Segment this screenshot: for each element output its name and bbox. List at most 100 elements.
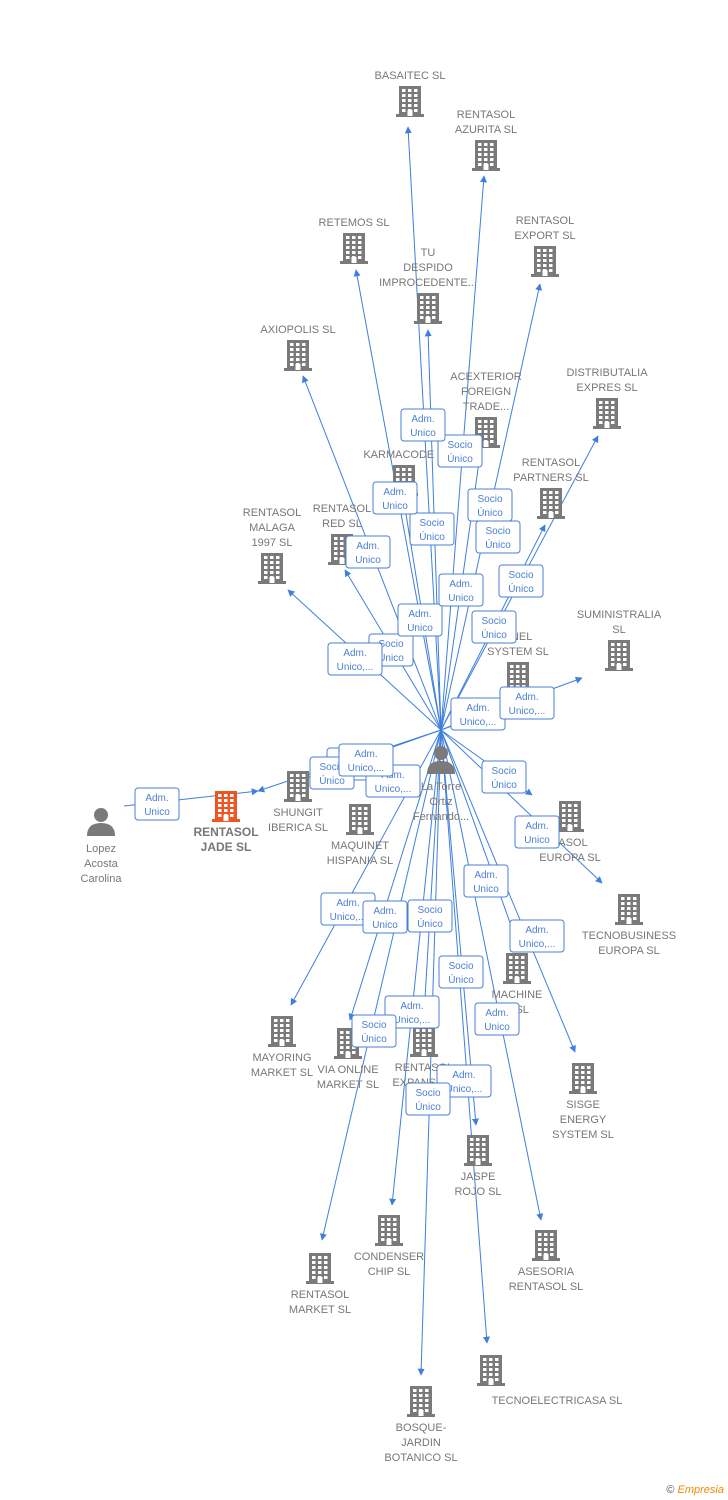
- role-label[interactable]: Adm.Unico,...: [384, 995, 440, 1029]
- role-label[interactable]: Adm.Unico: [438, 573, 484, 607]
- node-label-jaspe: JASPE: [461, 1171, 496, 1183]
- node-tudespido[interactable]: TUDESPIDOIMPROCEDENTE...: [379, 247, 477, 324]
- building-icon: [477, 1355, 505, 1386]
- brand-logo[interactable]: Empresia: [677, 1484, 724, 1496]
- role-label-text: Único: [485, 538, 511, 551]
- role-label-text: Unico: [382, 501, 408, 512]
- edge-latorre-jaspe: [440, 729, 479, 1126]
- role-label[interactable]: Adm.Unico: [345, 535, 391, 569]
- role-label[interactable]: Adm.Unico,...: [338, 743, 394, 777]
- node-label-machine: MACHINE: [492, 989, 543, 1001]
- node-label-shungit: IBERICA SL: [268, 822, 328, 834]
- node-label-bosque: BOSQUE-: [396, 1422, 447, 1434]
- role-label-text: Único: [419, 530, 445, 543]
- node-label-viaonline: VIA ONLINE: [317, 1064, 378, 1076]
- role-label[interactable]: Adm.Unico,...: [509, 919, 565, 953]
- role-label-text: Adm.: [373, 906, 396, 917]
- node-label-lopez: Lopez: [86, 843, 116, 855]
- building-icon: [556, 801, 584, 832]
- role-label[interactable]: Adm.Unico: [463, 864, 509, 898]
- role-label-text: Adm.: [356, 541, 379, 552]
- node-label-azurita: RENTASOL: [457, 109, 515, 121]
- building-icon: [375, 1215, 403, 1246]
- role-label[interactable]: Adm.Unico,...: [327, 642, 383, 676]
- role-label-text: Único: [417, 917, 443, 930]
- node-label-europa: TASOL: [552, 837, 587, 849]
- role-label[interactable]: Adm.Unico,...: [450, 697, 506, 731]
- building-icon: [306, 1253, 334, 1284]
- node-label-tecnobusiness: EUROPA SL: [598, 945, 660, 957]
- edge-latorre-tecnoelectricasa: [440, 729, 491, 1344]
- node-label-condenser: CONDENSER: [354, 1251, 424, 1263]
- node-azurita[interactable]: RENTASOL AZURITA SL: [455, 109, 517, 171]
- role-label-text: Socio: [477, 494, 502, 505]
- role-label-text: Adm.: [381, 770, 404, 781]
- node-acexterior[interactable]: ACEXTERIORFOREIGNTRADE...: [450, 371, 522, 448]
- role-label-text: Adm.: [449, 579, 472, 590]
- building-icon: [593, 398, 621, 429]
- node-label-jaspe: ROJO SL: [454, 1186, 501, 1198]
- role-label[interactable]: Adm.Unico: [134, 787, 180, 821]
- node-latorre[interactable]: La TorreOrtizFernando...: [413, 746, 469, 823]
- node-tecnoelectricasa[interactable]: TECNOELECTRICASA SL: [477, 1355, 622, 1407]
- node-label-export: RENTASOL: [516, 215, 574, 227]
- node-label-mayoring: MARKET SL: [251, 1067, 313, 1079]
- role-label[interactable]: Adm.Unico: [397, 603, 443, 637]
- node-retemos[interactable]: RETEMOS SL: [319, 217, 390, 264]
- role-label[interactable]: Adm.Unico: [362, 900, 408, 934]
- role-label-text: Único: [481, 628, 507, 641]
- role-label-text: Socio: [417, 905, 442, 916]
- node-axiopolis[interactable]: AXIOPOLIS SL: [260, 324, 336, 371]
- role-label-text: Unico: [410, 428, 436, 439]
- building-icon: [503, 953, 531, 984]
- role-label[interactable]: Adm.Unico: [474, 1002, 520, 1036]
- node-jaspe[interactable]: JASPE ROJO SL: [454, 1135, 502, 1198]
- node-label-malaga: MALAGA: [249, 522, 296, 534]
- node-label-basaitec: BASAITEC SL: [375, 70, 446, 82]
- role-label[interactable]: Adm.Unico: [372, 481, 418, 515]
- node-label-acexterior: TRADE...: [463, 401, 509, 413]
- node-label-azurita: AZURITA SL: [455, 124, 517, 136]
- role-label[interactable]: Adm.Unico: [514, 815, 560, 849]
- role-label-text: Socio: [485, 526, 510, 537]
- node-label-karmacode: KARMACODE S: [363, 449, 444, 461]
- node-label-asesoria: ASESORIA: [518, 1266, 575, 1278]
- role-label[interactable]: Adm.Unico,...: [499, 686, 555, 720]
- node-label-latorre: Fernando...: [413, 811, 469, 823]
- role-label-text: Unico: [407, 623, 433, 634]
- node-label-sisge: SISGE: [566, 1099, 600, 1111]
- role-label[interactable]: Adm.Unico: [400, 408, 446, 442]
- node-basaitec[interactable]: BASAITEC SL: [375, 70, 446, 117]
- node-label-malaga: RENTASOL: [243, 507, 301, 519]
- role-label-text: Socio: [447, 440, 472, 451]
